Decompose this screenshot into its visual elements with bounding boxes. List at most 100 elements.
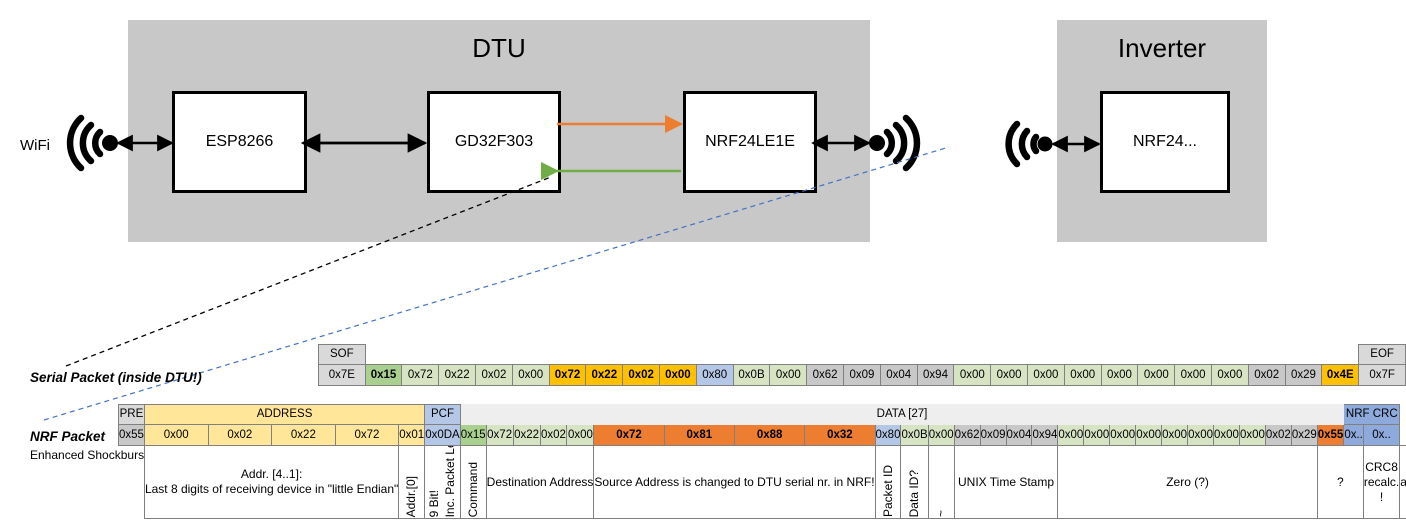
nrf-desc-destination: Destination Address [485, 445, 595, 519]
nrf-pre-header: PRE [118, 404, 145, 425]
nrf-desc-tilde-text: ~ [933, 509, 948, 517]
nrf-data-byte-1: 0x72 [485, 424, 514, 446]
nrf-data-byte-12: 0x62 [953, 424, 981, 446]
serial-header-spacer [1248, 344, 1286, 365]
nrf-desc-pcf: 9 Bit!Inc. Packet Length [424, 445, 461, 519]
serial-byte-9: 0x80 [695, 364, 734, 386]
serial-byte-18: 0x00 [1027, 364, 1065, 386]
serial-byte-0: 0x15 [364, 364, 403, 386]
nrf-data-byte-13: 0x09 [979, 424, 1007, 446]
serial-byte-17: 0x00 [990, 364, 1028, 386]
serial-header-spacer [696, 344, 734, 365]
serial-header-spacer [549, 344, 586, 365]
serial-byte-5: 0x72 [548, 364, 587, 386]
nrf-desc-question: ? [1316, 445, 1364, 519]
serial-header-spacer [401, 344, 439, 365]
nrf-desc-pcf-length: Inc. Packet Length [442, 445, 457, 518]
nrf-desc-pcf-9bit: 9 Bit! [426, 489, 441, 517]
nrf-data-byte-16: 0x00 [1057, 424, 1085, 446]
serial-header-spacer [1137, 344, 1175, 365]
serial-byte-7: 0x02 [622, 364, 661, 386]
nrf-desc-packet-id: Packet ID [874, 445, 902, 519]
serial-byte-14: 0x04 [879, 364, 918, 386]
nrf-desc-address: Addr. [4..1]:Last 8 digits of receiving … [143, 445, 400, 519]
nrf-data-byte-18: 0x00 [1109, 424, 1137, 446]
nrf-data-byte-9: 0x80 [874, 424, 902, 446]
nrf-desc-addr0: Addr.[0] [398, 445, 426, 519]
serial-sof-header: SOF [318, 344, 366, 365]
nrf-address-header: ADDRESS [143, 404, 426, 425]
block-diagram: DTU ESP8266 GD32F303 NRF24LE1E Inverter … [20, 20, 1267, 242]
chip-nrf24le1e: NRF24LE1E [683, 91, 817, 193]
nrf-data-byte-2: 0x22 [512, 424, 541, 446]
nrf-data-byte-19: 0x00 [1135, 424, 1163, 446]
serial-header-spacer [585, 344, 623, 365]
serial-packet-label: Serial Packet (inside DTU!) [30, 370, 202, 385]
serial-byte-10: 0x0B [732, 364, 771, 386]
dtu-title: DTU [472, 33, 526, 63]
serial-header-spacer [1321, 344, 1359, 365]
nrf-desc-source: Source Address is changed to DTU serial … [593, 445, 876, 519]
inverter-title: Inverter [1117, 33, 1207, 63]
serial-header-spacer [1027, 344, 1065, 365]
nrf-data-byte-14: 0x04 [1005, 424, 1033, 446]
serial-eof-value: 0x7F [1358, 364, 1406, 386]
chip-nrf24: NRF24... [1100, 91, 1230, 193]
nrf-data-byte-26: 0x55 [1316, 424, 1345, 446]
nrf-desc-tilde: ~ [927, 445, 955, 519]
nrf-data-byte-22: 0x00 [1213, 424, 1240, 446]
nrf-data-byte-11: 0x00 [927, 424, 955, 446]
serial-header-spacer [880, 344, 918, 365]
nrf-crc-header: NRF CRC [1343, 404, 1401, 425]
serial-header-spacer [843, 344, 881, 365]
nrf-address-byte-1: 0x02 [207, 424, 273, 446]
nrf-desc-packet-id-text: Packet ID [880, 464, 895, 517]
nrf-data-byte-25: 0x29 [1290, 424, 1318, 446]
serial-header-spacer [1064, 344, 1102, 365]
serial-byte-26: 0x4E [1321, 364, 1360, 386]
nrf-data-byte-24: 0x02 [1264, 424, 1292, 446]
serial-header-spacer [659, 344, 697, 365]
nrf-data-byte-7: 0x88 [733, 424, 806, 446]
serial-byte-15: 0x94 [916, 364, 955, 386]
chip-nrf24-label: NRF24... [1132, 133, 1197, 150]
serial-header-spacer [990, 344, 1028, 365]
nrf-data-byte-6: 0x81 [663, 424, 735, 446]
nrf-pcf-value: 0x0DA [424, 424, 461, 446]
serial-header-spacer [733, 344, 770, 365]
nrf-desc-zero: Zero (?) [1057, 445, 1318, 519]
nrf-data-byte-0: 0x15 [459, 424, 487, 446]
chip-gd32f303-label: GD32F303 [454, 133, 534, 150]
nrf-pre-value: 0x55 [118, 424, 145, 446]
chip-esp8266: ESP8266 [172, 91, 307, 193]
serial-byte-19: 0x00 [1063, 364, 1102, 386]
serial-header-spacer [475, 344, 513, 365]
serial-header-spacer [622, 344, 660, 365]
serial-header-spacer [438, 344, 476, 365]
nrf-desc-crc-note: Generatedautomatically.Dont Care! [1399, 445, 1406, 519]
nrf-address-byte-2: 0x22 [271, 424, 336, 446]
wifi-label: WiFi [20, 137, 50, 154]
nrf-packet-sublabel: Enhanced Shockburst [30, 448, 148, 462]
nrf-address-byte-0: 0x00 [143, 424, 209, 446]
serial-header-spacer [917, 344, 954, 365]
nrf-address-byte-4: 0x01 [398, 424, 426, 446]
serial-header-spacer [1211, 344, 1249, 365]
serial-byte-16: 0x00 [953, 364, 992, 386]
serial-byte-25: 0x29 [1284, 364, 1323, 386]
nrf-data-byte-5: 0x72 [593, 424, 665, 446]
nrf-data-byte-17: 0x00 [1083, 424, 1111, 446]
serial-byte-21: 0x00 [1137, 364, 1176, 386]
nrf-desc-addr0-text: Addr.[0] [404, 475, 419, 517]
serial-byte-2: 0x22 [438, 364, 477, 386]
serial-header-spacer [953, 344, 991, 365]
serial-byte-4: 0x00 [511, 364, 550, 386]
serial-byte-6: 0x22 [585, 364, 624, 386]
